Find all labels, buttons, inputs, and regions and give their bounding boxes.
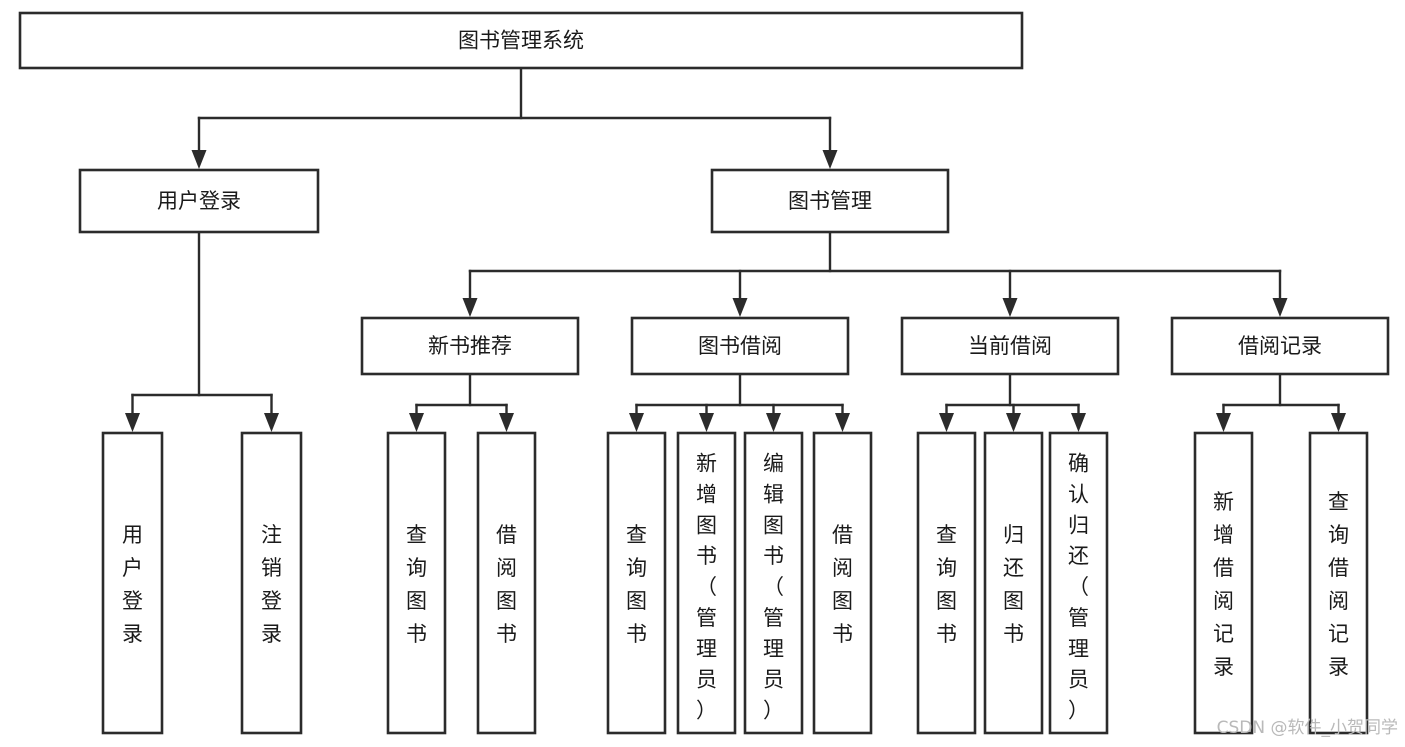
node-图书管理[interactable]: 图书管理 bbox=[710, 168, 950, 234]
node-label: 新增借阅记录 bbox=[1213, 490, 1234, 679]
node-label: 编辑图书（管理员） bbox=[763, 451, 784, 722]
node-label: 确认归还（管理员） bbox=[1068, 451, 1089, 722]
arrow-head-icon bbox=[125, 413, 140, 432]
node-确认归还管理员[interactable]: 确认归还（管理员） bbox=[1048, 431, 1109, 735]
arrow-head-icon bbox=[835, 413, 850, 432]
arrow-head-icon bbox=[191, 150, 207, 169]
node-当前借阅[interactable]: 当前借阅 bbox=[900, 316, 1120, 376]
node-box bbox=[676, 431, 737, 735]
node-label: 归还图书 bbox=[1003, 523, 1024, 646]
arrow-head-icon bbox=[1272, 298, 1288, 317]
arrow-head-icon bbox=[462, 298, 478, 317]
node-box bbox=[630, 316, 850, 376]
node-box bbox=[900, 316, 1120, 376]
node-box bbox=[812, 431, 873, 735]
arrow-head-icon bbox=[629, 413, 644, 432]
node-新增借阅记录[interactable]: 新增借阅记录 bbox=[1193, 431, 1254, 735]
arrow-head-icon bbox=[409, 413, 424, 432]
node-box bbox=[101, 431, 164, 735]
node-box bbox=[1193, 431, 1254, 735]
arrow-head-icon bbox=[939, 413, 954, 432]
node-box bbox=[606, 431, 667, 735]
node-box bbox=[360, 316, 580, 376]
node-label: 新增图书（管理员） bbox=[696, 451, 717, 722]
node-label: 注销登录 bbox=[261, 523, 282, 646]
node-注销登录[interactable]: 注销登录 bbox=[240, 431, 303, 735]
node-box bbox=[983, 431, 1044, 735]
node-用户登录[interactable]: 用户登录 bbox=[101, 431, 164, 735]
node-label: 当前借阅 bbox=[968, 334, 1052, 358]
node-借阅图书[interactable]: 借阅图书 bbox=[476, 431, 537, 735]
node-查询图书[interactable]: 查询图书 bbox=[386, 431, 447, 735]
arrow-head-icon bbox=[1006, 413, 1021, 432]
node-label: 用户登录 bbox=[157, 189, 241, 213]
node-归还图书[interactable]: 归还图书 bbox=[983, 431, 1044, 735]
node-box bbox=[1048, 431, 1109, 735]
node-label: 新书推荐 bbox=[428, 334, 512, 358]
arrow-head-icon bbox=[264, 413, 279, 432]
node-查询图书[interactable]: 查询图书 bbox=[606, 431, 667, 735]
node-编辑图书管理员[interactable]: 编辑图书（管理员） bbox=[743, 431, 804, 735]
node-label: 查询图书 bbox=[936, 523, 957, 646]
node-label: 查询借阅记录 bbox=[1328, 490, 1349, 679]
arrow-head-icon bbox=[1216, 413, 1231, 432]
node-label: 查询图书 bbox=[626, 523, 647, 646]
node-box bbox=[386, 431, 447, 735]
arrow-head-icon bbox=[822, 150, 838, 169]
node-新书推荐[interactable]: 新书推荐 bbox=[360, 316, 580, 376]
node-label: 图书管理系统 bbox=[458, 29, 584, 53]
node-box bbox=[476, 431, 537, 735]
node-label: 查询图书 bbox=[406, 523, 427, 646]
arrow-head-icon bbox=[699, 413, 714, 432]
node-用户登录[interactable]: 用户登录 bbox=[78, 168, 320, 234]
arrow-head-icon bbox=[1002, 298, 1018, 317]
node-图书管理系统[interactable]: 图书管理系统 bbox=[18, 11, 1024, 70]
connector-layer bbox=[125, 66, 1346, 432]
node-借阅记录[interactable]: 借阅记录 bbox=[1170, 316, 1390, 376]
node-box bbox=[1308, 431, 1369, 735]
node-新增图书管理员[interactable]: 新增图书（管理员） bbox=[676, 431, 737, 735]
node-box bbox=[18, 11, 1024, 70]
node-box bbox=[1170, 316, 1390, 376]
node-查询借阅记录[interactable]: 查询借阅记录 bbox=[1308, 431, 1369, 735]
node-box bbox=[240, 431, 303, 735]
arrow-head-icon bbox=[1071, 413, 1086, 432]
node-layer: 图书管理系统用户登录图书管理新书推荐图书借阅当前借阅借阅记录用户登录注销登录查询… bbox=[18, 11, 1390, 735]
arrow-head-icon bbox=[766, 413, 781, 432]
node-图书借阅[interactable]: 图书借阅 bbox=[630, 316, 850, 376]
node-box bbox=[743, 431, 804, 735]
node-label: 图书管理 bbox=[788, 189, 872, 213]
node-label: 借阅图书 bbox=[496, 523, 517, 646]
arrow-head-icon bbox=[732, 298, 748, 317]
node-box bbox=[78, 168, 320, 234]
node-label: 图书借阅 bbox=[698, 334, 782, 358]
arrow-head-icon bbox=[499, 413, 514, 432]
node-查询图书[interactable]: 查询图书 bbox=[916, 431, 977, 735]
arrow-head-icon bbox=[1331, 413, 1346, 432]
node-box bbox=[916, 431, 977, 735]
node-label: 用户登录 bbox=[122, 523, 143, 646]
node-借阅图书[interactable]: 借阅图书 bbox=[812, 431, 873, 735]
node-label: 借阅记录 bbox=[1238, 334, 1322, 358]
node-box bbox=[710, 168, 950, 234]
csdn-watermark: CSDN @软件_小贺同学 bbox=[1217, 718, 1398, 738]
node-label: 借阅图书 bbox=[832, 523, 853, 646]
